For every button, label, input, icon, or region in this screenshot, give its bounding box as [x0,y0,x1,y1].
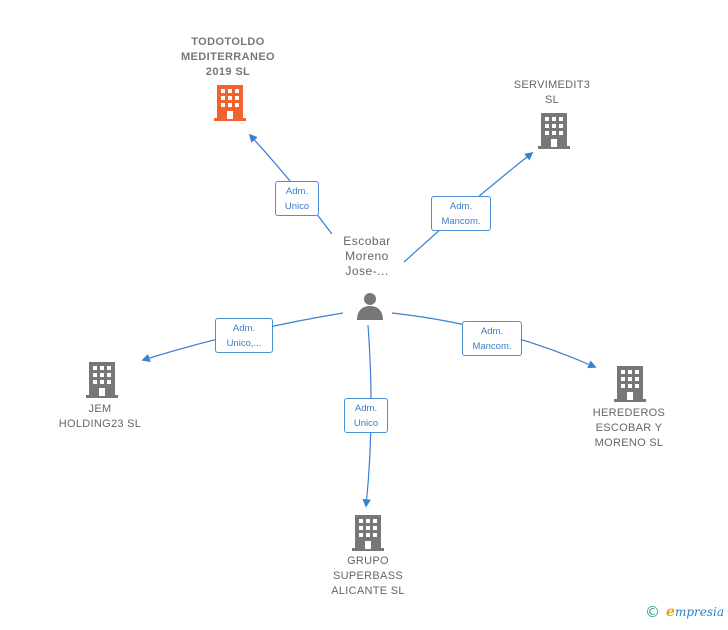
building-icon[interactable] [538,113,570,149]
building-icon[interactable] [214,85,246,121]
copyright-icon: © [645,603,661,621]
building-icon[interactable] [86,362,118,398]
building-icon[interactable] [352,515,384,551]
relation-label-herederos[interactable]: Adm. Mancom. [462,321,522,356]
company-label-todotoldo[interactable]: TODOTOLDO MEDITERRANEO 2019 SL [180,36,276,78]
empresia-logo[interactable]: empresia [666,604,724,620]
company-label-herederos[interactable]: HEREDEROS ESCOBAR Y MORENO SL [592,407,666,449]
company-label-jem[interactable]: JEM HOLDING23 SL [58,403,142,430]
company-label-servimedit3[interactable]: SERVIMEDIT3 SL [513,79,591,106]
person-icon[interactable] [355,290,385,320]
relation-label-jem[interactable]: Adm. Unico,... [215,318,273,353]
center-person-label[interactable]: Escobar Moreno Jose-... [330,234,404,279]
relation-label-todotoldo[interactable]: Adm. Unico [275,181,319,216]
footer-brand: © empresia [645,602,724,622]
company-label-grupo[interactable]: GRUPO SUPERBASS ALICANTE SL [331,555,405,597]
relation-label-grupo[interactable]: Adm. Unico [344,398,388,433]
relation-label-servimedit3[interactable]: Adm. Mancom. [431,196,491,231]
building-icon[interactable] [614,366,646,402]
